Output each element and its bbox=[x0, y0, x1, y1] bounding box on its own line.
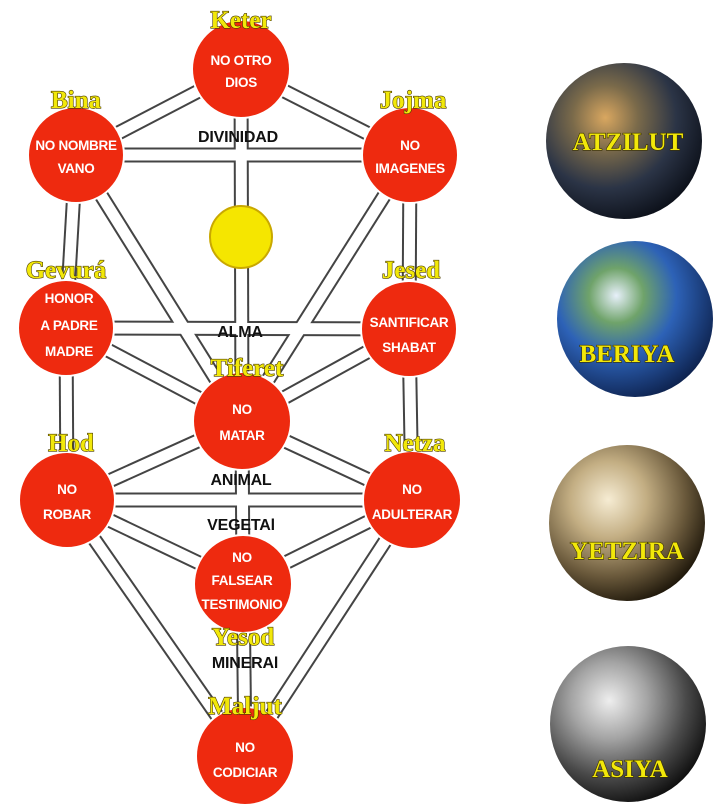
commandment-line: MATAR bbox=[219, 428, 265, 443]
commandment-line: A PADRE bbox=[40, 318, 97, 333]
commandment-line: SANTIFICAR bbox=[370, 315, 449, 330]
level-vegetal: VEGETAl bbox=[207, 517, 275, 534]
level-mineral: MINERAl bbox=[212, 655, 278, 672]
sefira-hod: NO ROBAR Hod bbox=[18, 429, 116, 549]
world-label: ASIYA bbox=[592, 756, 668, 783]
sefira-name: Tiferet bbox=[211, 355, 284, 382]
sefira-name: Keter bbox=[210, 7, 271, 34]
commandment-line: TESTIMONIO bbox=[202, 597, 283, 612]
sefira-name: Jesed bbox=[382, 257, 440, 284]
sefira-netza: NO ADULTERAR Netza bbox=[362, 429, 462, 550]
commandment-line: NO bbox=[232, 402, 252, 417]
sefira-jesed: SANTIFICAR SHABAT Jesed bbox=[360, 256, 458, 378]
world-label: YETZIRA bbox=[570, 538, 684, 565]
channel-hod-maljut bbox=[62, 496, 250, 760]
sefira-circle bbox=[27, 106, 125, 204]
commandment-line: NO bbox=[232, 550, 252, 565]
commandment-line: IMAGENES bbox=[375, 161, 445, 176]
sefira-bina: NO NOMBRE VANO Bina bbox=[27, 86, 125, 204]
commandment-line: VANO bbox=[58, 161, 95, 176]
sefira-keter: NO OTRO DIOS Keter bbox=[191, 6, 291, 119]
commandment-line: NO bbox=[57, 482, 77, 497]
sefira-gevura: HONOR A PADRE MADRE Gevurá bbox=[17, 256, 115, 377]
sefira-circle bbox=[362, 450, 462, 550]
sefira-circle bbox=[361, 106, 459, 204]
sefira-name: Yesod bbox=[212, 624, 275, 651]
sun-icon bbox=[209, 205, 273, 269]
commandment-line: FALSEAR bbox=[212, 573, 273, 588]
commandment-line: ADULTERAR bbox=[372, 507, 453, 522]
sefira-name: Maljut bbox=[208, 693, 282, 720]
sefira-yesod: NO FALSEAR TESTIMONIO Yesod bbox=[193, 534, 293, 652]
sefira-jojma: NO IMAGENES Jojma bbox=[361, 86, 459, 204]
channel-jojma-tiferet bbox=[237, 152, 415, 424]
level-divinidad: DIVINIDAD bbox=[198, 129, 278, 146]
globe-image bbox=[557, 241, 713, 397]
commandment-line: ROBAR bbox=[43, 507, 92, 522]
sefira-circle bbox=[195, 706, 295, 806]
sefira-name: Netza bbox=[384, 430, 446, 457]
commandment-line: NO bbox=[235, 740, 255, 755]
sefira-name: Jojma bbox=[380, 87, 447, 114]
sefira-circle bbox=[192, 371, 292, 471]
commandment-line: NO bbox=[400, 138, 420, 153]
sefira-circle bbox=[17, 279, 115, 377]
sefira-maljut: NO CODICIAR Maljut bbox=[195, 692, 295, 806]
commandment-line: CODICIAR bbox=[213, 765, 278, 780]
commandment-line: HONOR bbox=[45, 291, 94, 306]
world-label: BERIYA bbox=[580, 341, 675, 368]
globe-image bbox=[546, 63, 702, 219]
channel-bina-tiferet bbox=[71, 152, 247, 424]
sefira-name: Hod bbox=[48, 430, 94, 457]
world-beriya: BERIYA bbox=[557, 241, 713, 397]
world-asiya: ASIYA bbox=[550, 646, 706, 802]
sefira-circle bbox=[191, 19, 291, 119]
sefira-circle bbox=[18, 451, 116, 549]
commandment-line: NO OTRO bbox=[211, 53, 272, 68]
sefira-tiferet: NO MATAR Tiferet bbox=[192, 354, 292, 471]
commandment-line: SHABAT bbox=[382, 340, 436, 355]
sefira-circle bbox=[360, 280, 458, 378]
world-label: ATZILUT bbox=[573, 129, 684, 156]
sefira-circle bbox=[193, 534, 293, 634]
sefira-name: Bina bbox=[51, 87, 102, 114]
commandment-line: NO bbox=[402, 482, 422, 497]
channel-gevura-jesed bbox=[65, 322, 410, 335]
level-alma: ALMA bbox=[217, 324, 263, 341]
globe-image bbox=[550, 646, 706, 802]
commandment-line: MADRE bbox=[45, 344, 93, 359]
level-labels: DIVINIDAD ALMA ANIMAL VEGETAl MINERAl bbox=[198, 129, 278, 672]
sefira-name: Gevurá bbox=[26, 257, 107, 284]
world-atzilut: ATZILUT bbox=[546, 63, 702, 219]
world-yetzira: YETZIRA bbox=[549, 445, 705, 601]
commandment-line: DIOS bbox=[225, 75, 257, 90]
globe-image bbox=[549, 445, 705, 601]
level-animal: ANIMAL bbox=[210, 472, 271, 489]
commandment-line: NO NOMBRE bbox=[35, 138, 117, 153]
channel-netza-maljut bbox=[240, 496, 417, 760]
